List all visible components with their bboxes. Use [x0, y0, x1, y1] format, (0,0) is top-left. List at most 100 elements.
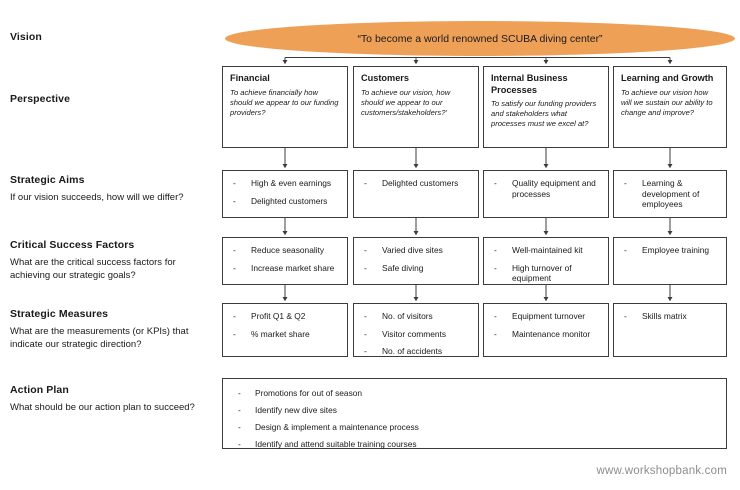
- bullet-dash-icon: -: [624, 178, 627, 188]
- bullet-dash-icon: -: [233, 245, 236, 255]
- bullet-dash-icon: -: [494, 262, 497, 273]
- strategic-measures-box-customers[interactable]: -No. of visitors-Visitor comments-No. of…: [353, 303, 479, 357]
- row-label-title: Action Plan: [10, 384, 69, 396]
- bullet-text: Safe diving: [382, 262, 424, 273]
- bullet-text: Delighted customers: [251, 195, 328, 206]
- bullet-text: Employee training: [642, 245, 710, 255]
- bullet-item: - High turnover of equipment: [491, 263, 602, 284]
- bullet-item: - Safe diving: [361, 263, 472, 274]
- bullet-dash-icon: -: [494, 311, 497, 321]
- bullet-list: -Reduce seasonality -Increase market shar…: [230, 245, 341, 273]
- bullet-item: -Maintenance monitor: [491, 329, 602, 340]
- bullet-dash-icon: -: [238, 388, 241, 398]
- perspective-title: Financial: [230, 73, 270, 83]
- bullet-dash-icon: -: [364, 346, 367, 356]
- bullet-list: - Learning & development of employees: [621, 178, 720, 210]
- bullet-text: High & even earnings: [251, 178, 332, 188]
- bullet-item: -Delighted customers: [230, 196, 341, 207]
- critical-success-factors-box-learning-and-growth[interactable]: -Employee training: [613, 237, 727, 285]
- bullet-dash-icon: -: [238, 422, 241, 432]
- bullet-list: - Well-maintained kit - High turnover of eq…: [491, 245, 602, 284]
- perspective-description: To achieve financially how should we app…: [230, 87, 339, 117]
- perspective-box-financial[interactable]: Financial To achieve financially how sho…: [222, 66, 348, 148]
- bullet-list: -Varied dive sites-Safe diving: [361, 245, 472, 273]
- bullet-dash-icon: -: [364, 178, 367, 188]
- perspective-title: Customers: [361, 73, 409, 83]
- strategic-aims-box-customers[interactable]: -Delighted customers: [353, 170, 479, 218]
- bullet-item: -Identify and attend suitable training c…: [235, 439, 716, 450]
- bullet-dash-icon: -: [233, 311, 236, 321]
- row-label-subtitle: What should be our action plan to succee…: [10, 402, 195, 413]
- bullet-text: Skills matrix: [642, 311, 687, 321]
- strategic-aims-box-financial[interactable]: - High & even earnings -Delighted customer…: [222, 170, 348, 218]
- bullet-item: - % market share: [230, 329, 341, 340]
- row-label-subtitle: What are the measurements (or KPIs) that…: [10, 326, 189, 350]
- bullet-item: - Design & implement a maintenance proces…: [235, 422, 716, 433]
- perspective-box-learning-and-growth[interactable]: Learning and Growth To achieve our visio…: [613, 66, 727, 148]
- bullet-text: High turnover of equipment: [512, 262, 572, 284]
- bullet-dash-icon: -: [624, 311, 627, 321]
- bullet-text: Quality equipment and processes: [512, 178, 596, 199]
- bullet-item: - Promotions for out of season: [235, 388, 716, 399]
- vision-banner: “To become a world renowned SCUBA diving…: [225, 21, 735, 56]
- row-label-title: Critical Success Factors: [10, 239, 135, 251]
- bullet-dash-icon: -: [238, 439, 241, 449]
- bullet-text: No. of accidents: [382, 346, 443, 356]
- row-label-title: Vision: [10, 31, 42, 43]
- bullet-item: - High & even earnings: [230, 178, 341, 189]
- strategic-measures-box-learning-and-growth[interactable]: - Skills matrix: [613, 303, 727, 357]
- bullet-list: - Equipment turnover -Maintenance monitor: [491, 311, 602, 339]
- strategic-measures-box-financial[interactable]: -Profit Q1 & Q2-% market share: [222, 303, 348, 357]
- bullet-item: -Reduce seasonality: [230, 245, 341, 256]
- bullet-item: - Learning & development of employees: [621, 178, 720, 210]
- vision-statement: “To become a world renowned SCUBA diving…: [357, 32, 603, 45]
- bullet-dash-icon: -: [364, 262, 367, 273]
- strategic-aims-box-internal-business-processes[interactable]: - Quality equipment and processes: [483, 170, 609, 218]
- bullet-item: -Varied dive sites: [361, 245, 472, 256]
- bullet-dash-icon: -: [494, 178, 497, 188]
- bullet-item: -Visitor comments: [361, 329, 472, 340]
- bullet-item: - Quality equipment and processes: [491, 178, 602, 199]
- bullet-dash-icon: -: [364, 245, 367, 255]
- row-label-title: Perspective: [10, 93, 71, 105]
- critical-success-factors-box-financial[interactable]: -Reduce seasonality -Increase market shar…: [222, 237, 348, 285]
- bullet-list: - Promotions for out of season -Identify n…: [235, 388, 716, 450]
- perspective-description: To satisfy our funding providers and sta…: [491, 99, 597, 129]
- perspective-description: To achieve our vision, how should we app…: [361, 87, 451, 117]
- perspective-box-customers[interactable]: Customers To achieve our vision, how sho…: [353, 66, 479, 148]
- bullet-text: Design & implement a maintenance process: [255, 422, 419, 432]
- bullet-text: Visitor comments: [382, 328, 447, 339]
- bullet-dash-icon: -: [364, 311, 367, 321]
- bullet-text: Well-maintained kit: [512, 245, 583, 255]
- bullet-item: - Equipment turnover: [491, 311, 602, 322]
- row-label-vision: Vision: [10, 31, 215, 44]
- bullet-item: - No. of accidents: [361, 346, 472, 357]
- bullet-item: -No. of visitors: [361, 311, 472, 322]
- action-plan-box[interactable]: - Promotions for out of season -Identify n…: [222, 378, 727, 449]
- bullet-text: Learning & development of employees: [642, 178, 700, 209]
- bullet-item: - Skills matrix: [621, 311, 720, 322]
- bullet-text: % market share: [251, 328, 310, 339]
- strategic-measures-box-internal-business-processes[interactable]: - Equipment turnover -Maintenance monitor: [483, 303, 609, 357]
- strategic-aims-box-learning-and-growth[interactable]: - Learning & development of employees: [613, 170, 727, 218]
- row-label-subtitle: If our vision succeeds, how will we diff…: [10, 192, 184, 203]
- critical-success-factors-box-customers[interactable]: -Varied dive sites-Safe diving: [353, 237, 479, 285]
- bullet-dash-icon: -: [233, 328, 236, 339]
- bullet-list: -Delighted customers: [361, 178, 472, 189]
- bullet-dash-icon: -: [494, 245, 497, 255]
- bullet-text: Equipment turnover: [512, 311, 586, 321]
- row-label-title: Strategic Measures: [10, 308, 109, 320]
- perspective-title: Internal Business Processes: [491, 73, 568, 95]
- bullet-item: -Profit Q1 & Q2: [230, 311, 341, 322]
- row-label-strategic-aims: Strategic Aims If our vision succeeds, h…: [10, 174, 215, 204]
- perspective-description: To achieve our vision how will we sustai…: [621, 87, 713, 117]
- bullet-item: -Identify new dive sites: [235, 405, 716, 416]
- perspective-box-internal-business-processes[interactable]: Internal Business Processes To satisfy o…: [483, 66, 609, 148]
- row-label-perspective: Perspective: [10, 93, 215, 106]
- bullet-item: - Well-maintained kit: [491, 245, 602, 256]
- critical-success-factors-box-internal-business-processes[interactable]: - Well-maintained kit - High turnover of eq…: [483, 237, 609, 285]
- bullet-text: Promotions for out of season: [255, 388, 363, 398]
- bullet-dash-icon: -: [233, 178, 236, 188]
- bullet-item: -Increase market share: [230, 263, 341, 274]
